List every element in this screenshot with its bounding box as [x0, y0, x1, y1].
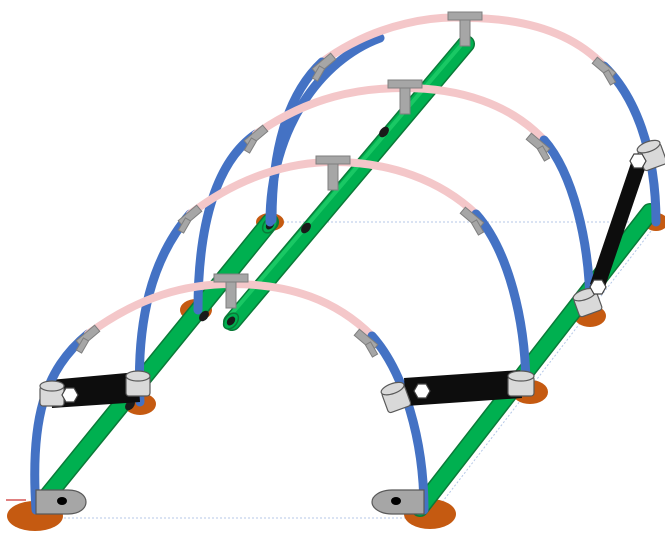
- right-base-rail: [411, 203, 659, 517]
- collar: [125, 370, 151, 397]
- base-plates: [35, 489, 425, 515]
- left-base-rail: [35, 213, 279, 509]
- rail-hole: [222, 312, 240, 330]
- ridge-clamp: [315, 155, 351, 191]
- base-plate: [371, 489, 425, 515]
- hex-nut: [61, 387, 79, 403]
- guide-lines: [40, 221, 659, 519]
- hex-nut: [413, 383, 431, 399]
- rail-hole: [301, 222, 311, 234]
- rail-hole: [199, 310, 209, 322]
- collar: [380, 381, 412, 414]
- collar: [636, 139, 665, 172]
- hex-nut: [629, 153, 647, 169]
- hex-nuts: [61, 153, 647, 403]
- side-clamp: [75, 324, 101, 354]
- base-plate: [35, 489, 87, 515]
- side-clamp: [459, 206, 485, 236]
- ridge-clamp: [213, 273, 249, 309]
- ridge-clamp: [447, 11, 483, 47]
- rail-hole: [379, 126, 389, 138]
- side-clamp: [311, 52, 337, 82]
- side-clamps: [75, 52, 617, 358]
- side-clamp: [353, 328, 379, 358]
- ridge-clamps: [213, 11, 483, 309]
- collars: [39, 139, 665, 414]
- foot-pads: [7, 213, 665, 531]
- collar: [39, 380, 65, 407]
- side-clamp: [525, 132, 551, 162]
- hex-nut: [589, 279, 607, 295]
- side-clamp: [177, 204, 203, 234]
- side-clamp: [243, 124, 269, 154]
- side-clamp: [591, 56, 617, 86]
- diagonal-brace: [590, 160, 646, 290]
- ridge-clamp: [387, 79, 423, 115]
- diagonal-brace: [404, 370, 522, 406]
- collar: [507, 370, 535, 397]
- diagonal-guide-line: [429, 221, 659, 519]
